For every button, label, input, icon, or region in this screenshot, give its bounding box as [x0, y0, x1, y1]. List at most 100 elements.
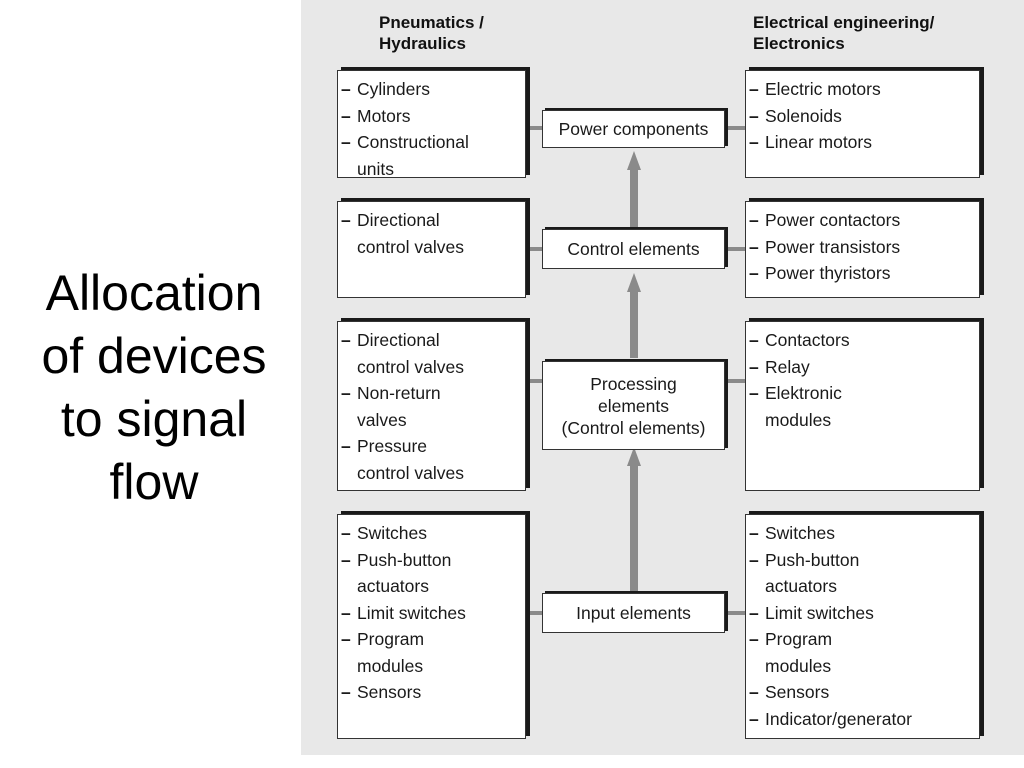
device-item: Motors	[341, 103, 519, 130]
device-item-text: Power transistors	[765, 236, 901, 257]
device-item-text: modules	[765, 655, 832, 676]
stage-label-line: Processing	[590, 373, 677, 394]
flow-arrow-head	[627, 151, 641, 170]
device-item-text: Switches	[765, 523, 836, 543]
device-item: Linear motors	[749, 129, 973, 156]
pneumatic-control-elements-box: Directional control valves	[337, 201, 526, 298]
device-item: Power transistors	[749, 234, 973, 261]
stage-label: Processing elements (Control elements)	[562, 373, 706, 439]
device-item-text: Cylinders	[357, 79, 430, 99]
device-item-text: Electric motors	[765, 79, 881, 99]
pneumatics-hydraulics-header: Pneumatics / Hydraulics	[379, 12, 484, 54]
electrical-electronics-header: Electrical engineering/ Electronics	[753, 12, 934, 54]
device-item: Sensors	[749, 679, 973, 706]
device-item-text: Switches	[357, 523, 428, 543]
slide-title-line: to signal	[60, 391, 248, 447]
device-list: Switches Push-button actuators Limit swit…	[341, 520, 519, 706]
device-list: Power contactors Power transistors Power…	[749, 207, 973, 287]
device-item: Constructional units	[341, 129, 519, 182]
slide-title: Allocation of devices to signal flow	[18, 262, 290, 514]
device-item: Limit switches	[749, 600, 973, 627]
electrical-processing-elements-box: Contactors Relay Elektronic modules	[745, 321, 980, 491]
device-item-text: Solenoids	[765, 105, 842, 126]
slide-title-line: Allocation	[45, 265, 263, 321]
device-item-text: Program	[765, 629, 833, 649]
pneumatic-input-elements-box: Switches Push-button actuators Limit swit…	[337, 514, 526, 739]
flow-arrow-head	[627, 447, 641, 466]
device-item: Indicator/generator	[749, 706, 973, 733]
signal-flow-arrows	[627, 151, 641, 593]
device-item-text: control valves	[357, 236, 464, 257]
device-item-text: control valves	[357, 462, 464, 483]
device-item: Push-button actuators	[341, 547, 519, 600]
device-item-text: Constructional	[357, 132, 469, 152]
device-item-text: Contactors	[765, 330, 850, 350]
device-item: Switches	[341, 520, 519, 547]
device-item-text: Push-button	[357, 549, 452, 570]
slide-title-line: flow	[109, 454, 199, 510]
stage-label: Input elements	[576, 602, 691, 624]
device-item-text: Indicator/generator	[765, 708, 912, 729]
device-item: Elektronic modules	[749, 380, 973, 433]
stage-label: Power components	[559, 118, 709, 140]
device-item-text: control valves	[357, 356, 464, 377]
device-item: Switches	[749, 520, 973, 547]
device-list: Electric motors Solenoids Linear motors	[749, 76, 973, 156]
device-item-text: Limit switches	[357, 602, 466, 623]
device-item: Program modules	[341, 626, 519, 679]
device-item: Non-return valves	[341, 380, 519, 433]
device-item: Sensors	[341, 679, 519, 706]
stage-input-elements: Input elements	[542, 593, 725, 633]
device-item-text: Elektronic	[765, 383, 842, 403]
device-item: Contactors	[749, 327, 973, 354]
device-item: Limit switches	[341, 600, 519, 627]
device-item: Solenoids	[749, 103, 973, 130]
device-item-text: Power contactors	[765, 210, 901, 230]
stage-label-line: Input elements	[576, 603, 691, 623]
device-item: Cylinders	[341, 76, 519, 103]
flow-arrow-shaft	[630, 464, 638, 593]
device-item-text: Push-button	[765, 549, 860, 570]
device-item-text: Directional	[357, 330, 440, 350]
header-line: Hydraulics	[379, 34, 466, 53]
device-item-text: units	[357, 158, 394, 179]
slide-title-line: of devices	[41, 328, 267, 384]
flow-arrow-shaft	[630, 290, 638, 358]
device-item-text: modules	[357, 655, 424, 676]
stage-label-line: elements	[597, 395, 669, 416]
device-item-text: Non-return	[357, 383, 441, 403]
device-item: Directional control valves	[341, 327, 519, 380]
stage-label-line: Power components	[558, 119, 709, 139]
device-item-text: Sensors	[765, 682, 830, 702]
electrical-power-components-box: Electric motors Solenoids Linear motors	[745, 70, 980, 178]
device-item-text: modules	[765, 409, 832, 430]
stage-control-elements: Control elements	[542, 229, 725, 269]
device-item-text: actuators	[357, 576, 429, 596]
device-item: Directional control valves	[341, 207, 519, 260]
header-line: Electrical engineering/	[753, 13, 935, 32]
electrical-control-elements-box: Power contactors Power transistors Power…	[745, 201, 980, 298]
device-list: Cylinders Motors Constructional units	[341, 76, 519, 182]
device-item-text: actuators	[765, 576, 837, 596]
device-list: Directional control valves	[341, 207, 519, 260]
stage-label: Control elements	[567, 238, 699, 260]
device-list: Contactors Relay Elektronic modules	[749, 327, 973, 433]
device-list: Directional control valves Non-return valv…	[341, 327, 519, 486]
device-item: Push-button actuators	[749, 547, 973, 600]
device-item-text: Program	[357, 629, 425, 649]
device-item: Program modules	[749, 626, 973, 679]
header-line: Pneumatics /	[379, 13, 484, 32]
device-item-text: valves	[357, 409, 407, 430]
device-list: Switches Push-button actuators Limit swit…	[749, 520, 973, 733]
electrical-input-elements-box: Switches Push-button actuators Limit swit…	[745, 514, 980, 739]
side-connectors	[526, 126, 745, 615]
device-item: Relay	[749, 354, 973, 381]
stage-power-components: Power components	[542, 110, 725, 148]
device-item-text: Directional	[357, 210, 440, 230]
stage-label-line: Control elements	[567, 239, 700, 259]
stage-processing-elements: Processing elements (Control elements)	[542, 361, 725, 450]
pneumatic-power-components-box: Cylinders Motors Constructional units	[337, 70, 526, 179]
device-item: Power thyristors	[749, 260, 973, 287]
device-item-text: Motors	[357, 105, 411, 126]
